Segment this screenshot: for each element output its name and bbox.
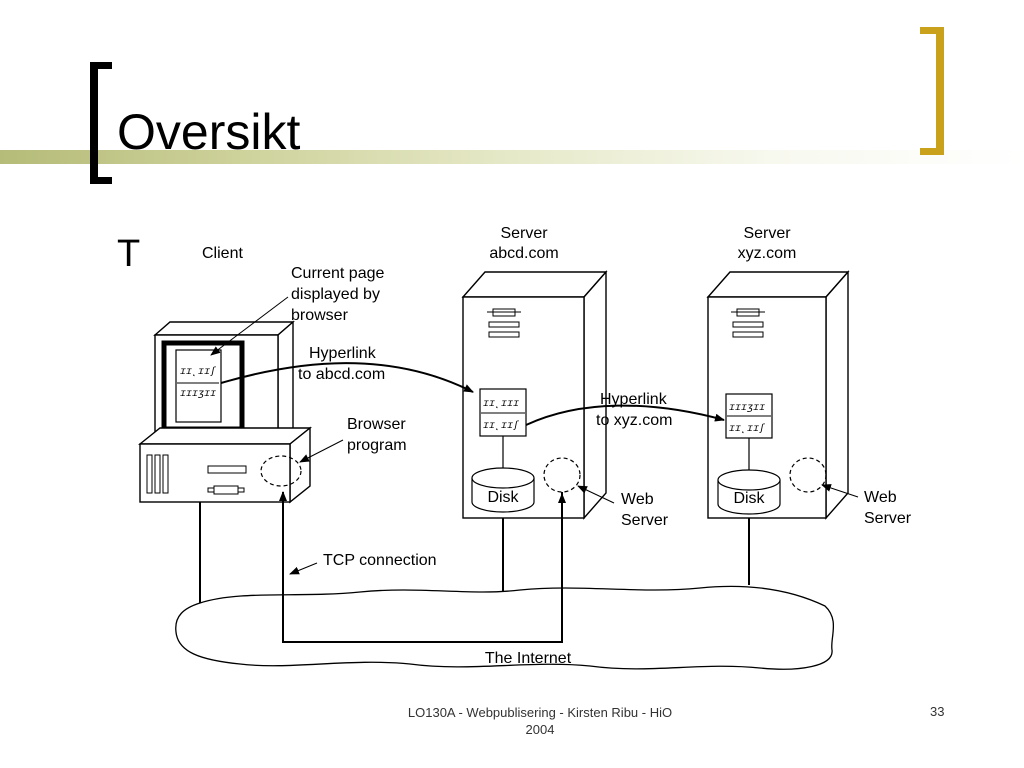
svg-text:ɪɪ˛ɪɪʃ: ɪɪ˛ɪɪʃ <box>729 423 765 434</box>
hyperlink1-label-1: Hyperlink <box>309 345 377 362</box>
webserver1-label-2: Server <box>621 512 669 529</box>
svg-text:ɪɪɪʒɪɪ: ɪɪɪʒɪɪ <box>729 402 765 413</box>
server2-label-2: xyz.com <box>738 245 797 262</box>
client-computer: ɪɪ˛ɪɪʃ ɪɪɪʒɪɪ <box>138 320 312 504</box>
svg-text:ɪɪɪʒɪɪ: ɪɪɪʒɪɪ <box>180 388 216 399</box>
bullet-text: T <box>117 233 141 275</box>
client-label: Client <box>202 245 243 262</box>
server2-label-1: Server <box>743 225 791 242</box>
slide-title: Oversikt <box>117 104 301 160</box>
svg-text:ɪɪ˛ɪɪɪ: ɪɪ˛ɪɪɪ <box>483 398 519 409</box>
hyperlink1-arrow <box>220 362 474 393</box>
webserver2-label-1: Web <box>864 489 897 506</box>
current-page-label-3: browser <box>291 307 349 324</box>
internet-label: The Internet <box>485 650 572 667</box>
hyperlink2-label-2: to xyz.com <box>596 412 672 429</box>
disk2-label: Disk <box>733 490 765 507</box>
svg-text:ɪɪ˛ɪɪʃ: ɪɪ˛ɪɪʃ <box>483 420 519 431</box>
hyperlink1-label-2: to abcd.com <box>298 366 385 383</box>
svg-text:ɪɪ˛ɪɪʃ: ɪɪ˛ɪɪʃ <box>180 366 216 377</box>
footer-text: LO130A - Webpublisering - Kirsten Ribu -… <box>360 704 720 738</box>
browser-program-ellipse <box>260 455 302 487</box>
hyperlink2-arrow <box>525 404 725 426</box>
server-xyz: ɪɪɪʒɪɪ ɪɪ˛ɪɪʃ <box>706 270 850 520</box>
page-number: 33 <box>930 704 945 719</box>
server-abcd: ɪɪ˛ɪɪɪ ɪɪ˛ɪɪʃ <box>461 270 608 520</box>
left-bracket <box>90 62 112 184</box>
webserver1-label-1: Web <box>621 491 654 508</box>
hyperlink2-label-1: Hyperlink <box>600 391 668 408</box>
server1-label-1: Server <box>500 225 548 242</box>
internet-cloud <box>175 585 835 670</box>
webserver2-ellipse <box>789 457 827 493</box>
current-page-label-1: Current page <box>291 265 384 282</box>
browser-program-label-2: program <box>347 437 407 454</box>
right-bracket <box>920 27 944 155</box>
footer-line-1: LO130A - Webpublisering - Kirsten Ribu -… <box>407 705 673 720</box>
current-page-label-2: displayed by <box>291 286 380 303</box>
client-page-window <box>175 349 222 423</box>
webserver2-label-2: Server <box>864 510 912 527</box>
server1-label-2: abcd.com <box>489 245 558 262</box>
disk1-label: Disk <box>487 489 519 506</box>
tcp-connection-path <box>279 491 563 643</box>
tcp-connection-label: TCP connection <box>323 552 437 569</box>
webserver1-ellipse <box>543 457 581 493</box>
title-band <box>0 150 1024 164</box>
footer-line-2: 2004 <box>525 722 555 737</box>
browser-program-label-1: Browser <box>347 416 406 433</box>
